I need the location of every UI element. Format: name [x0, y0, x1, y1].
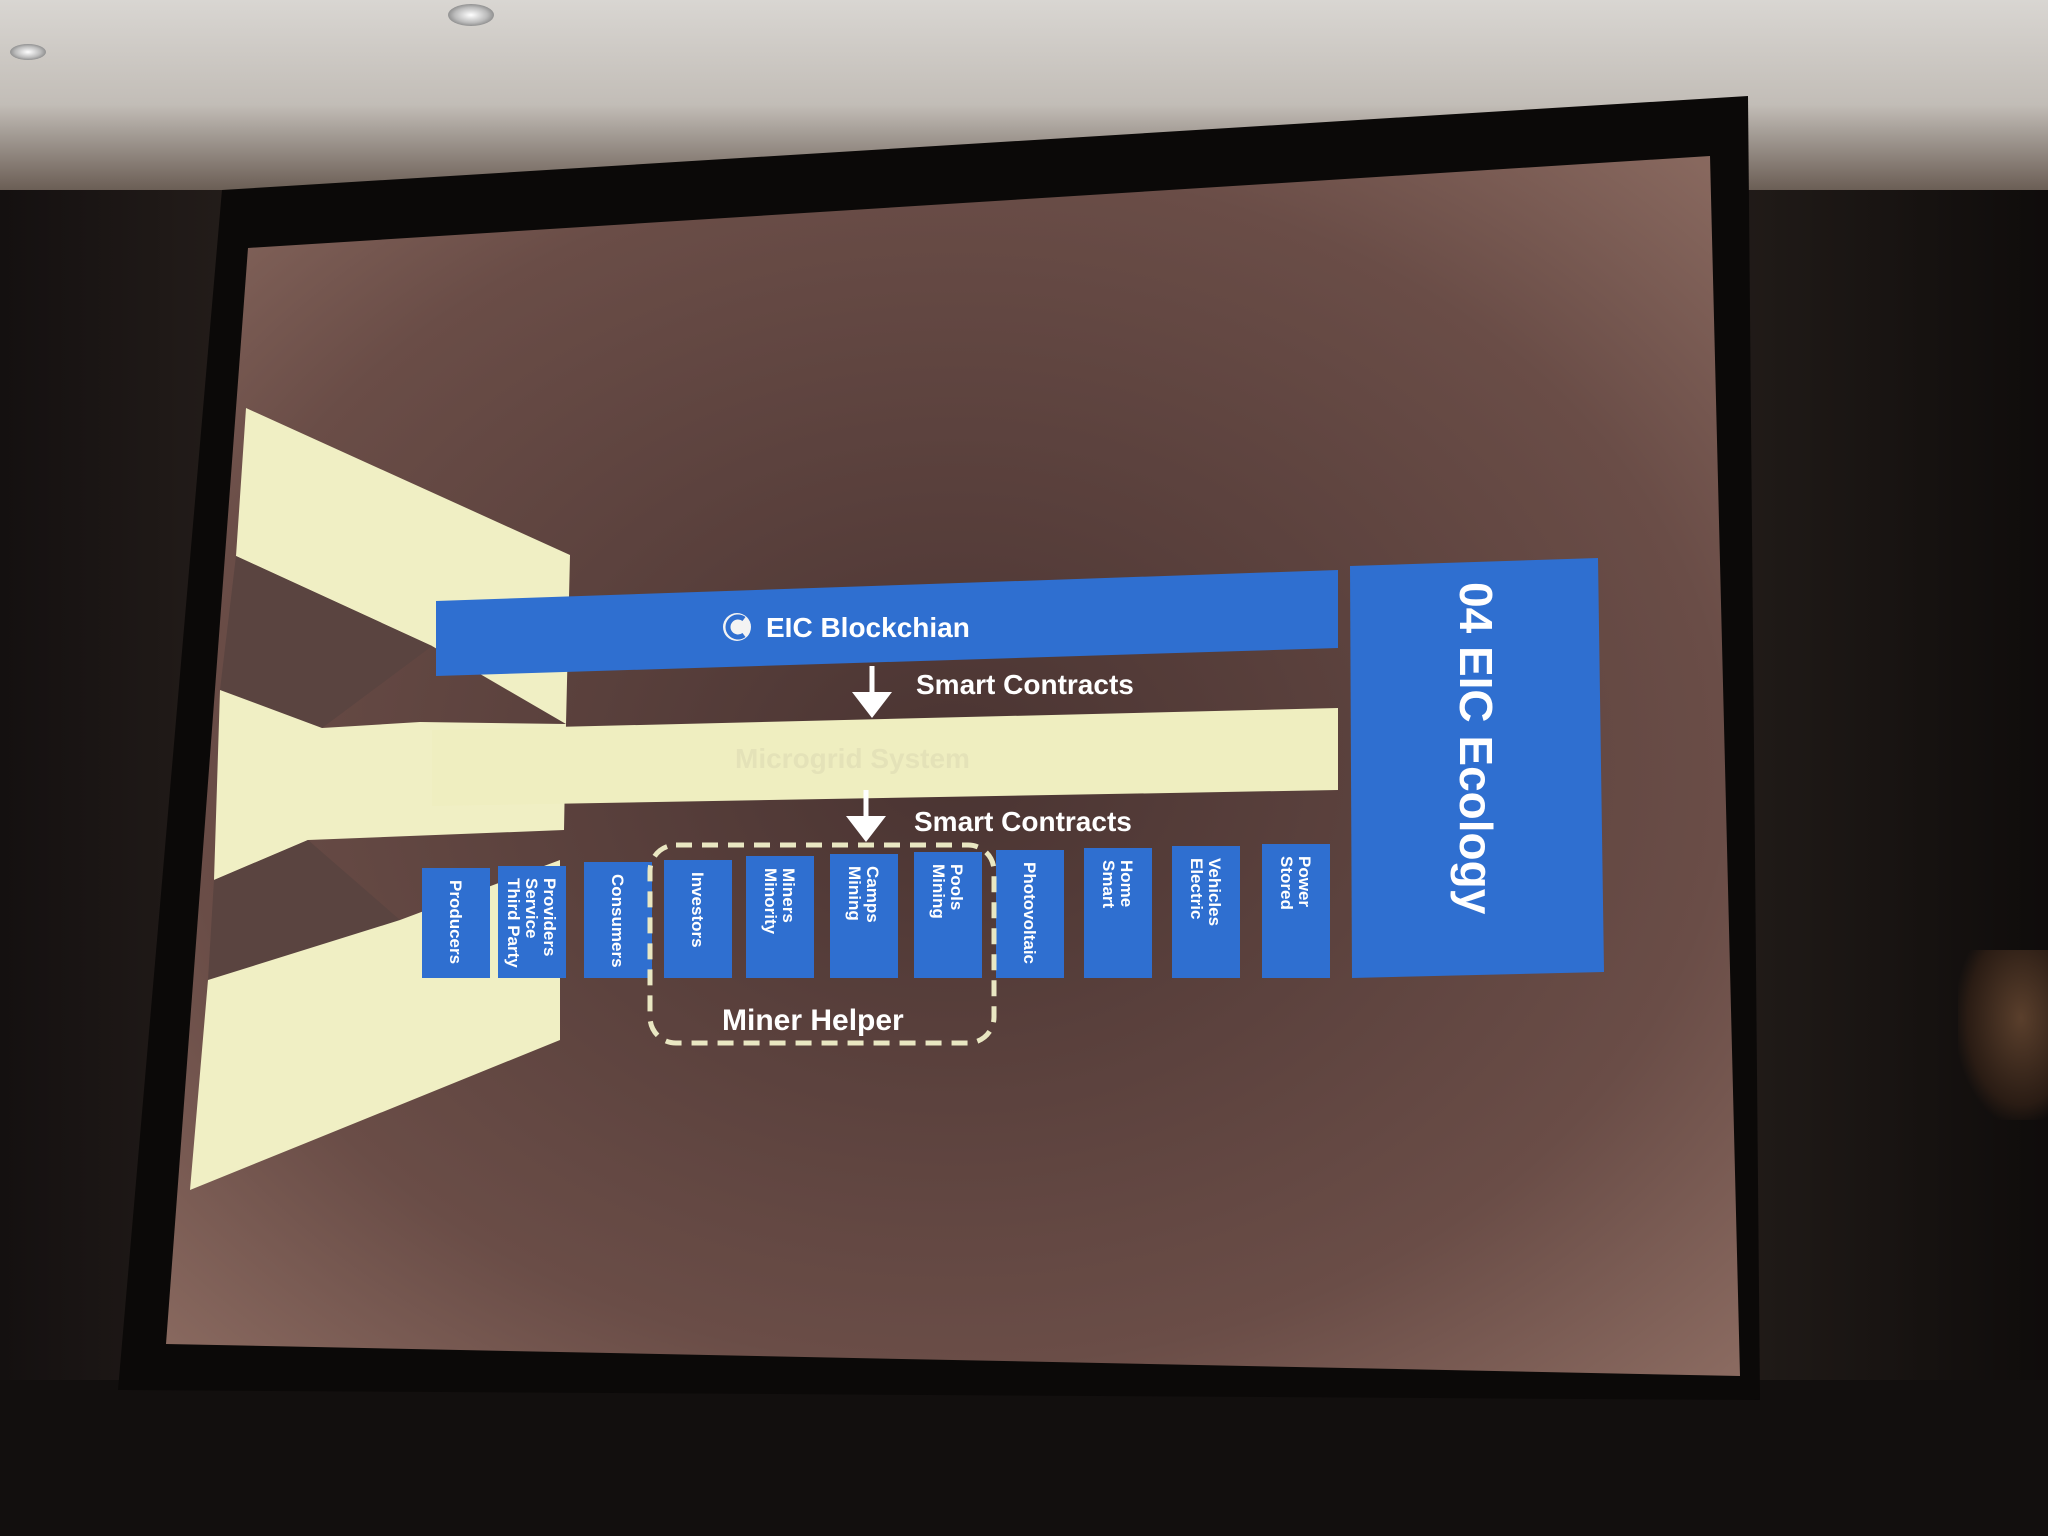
- eic-logo-mark: [725, 614, 746, 640]
- column-box: [1084, 848, 1152, 978]
- miner-helper-group: [647, 842, 997, 1046]
- column-box: [422, 868, 490, 978]
- right-wall: [1718, 190, 2048, 1536]
- miner-helper-label: Miner Helper: [722, 1004, 904, 1037]
- smart-contracts-label: Smart Contracts: [916, 669, 1134, 700]
- column-box: [1172, 846, 1240, 978]
- column-boxes: Producers Third PartyServiceProviders Cons…: [422, 844, 1330, 978]
- audience-person: [1958, 950, 2048, 1120]
- blockchain-label: EIC Blockchian: [766, 612, 970, 643]
- ceiling-light: [10, 44, 46, 60]
- chevron-shape: [220, 556, 432, 728]
- column-box: [914, 852, 982, 978]
- column-box: [746, 856, 814, 978]
- column-label: Investors: [688, 872, 707, 948]
- column-box: [584, 862, 652, 978]
- microgrid-label: Microgrid System: [735, 743, 970, 774]
- ceiling-light: [448, 4, 494, 26]
- ecology-box: [1350, 558, 1604, 978]
- microgrid-bar: [432, 708, 1338, 806]
- column-label: Producers: [446, 880, 465, 964]
- column-label: Photovoltaic: [1020, 862, 1039, 964]
- column-box: [664, 860, 732, 978]
- column-box: [498, 866, 566, 978]
- chevron-shape: [208, 840, 400, 1000]
- column-label: MiningPools: [929, 864, 966, 919]
- column-box: [830, 854, 898, 978]
- blockchain-bar: [436, 570, 1338, 676]
- floor: [0, 1380, 2048, 1536]
- column-label: SmartHome: [1099, 860, 1136, 909]
- arrow-head-icon: [852, 692, 892, 718]
- column-label: ElectricVehicles: [1187, 858, 1224, 926]
- column-label: Consumers: [608, 874, 627, 968]
- arrow-head-icon: [846, 816, 886, 842]
- column-label: StoredPower: [1277, 856, 1314, 910]
- ecology-label: 04 EIC Ecology: [1450, 582, 1502, 915]
- column-label: MinorityMiners: [761, 868, 798, 935]
- smart-contracts-label: Smart Contracts: [914, 806, 1132, 837]
- column-box: [996, 850, 1064, 978]
- column-box: [1262, 844, 1330, 978]
- column-label: MiningCamps: [845, 866, 882, 923]
- column-label: Third PartyServiceProviders: [504, 878, 559, 968]
